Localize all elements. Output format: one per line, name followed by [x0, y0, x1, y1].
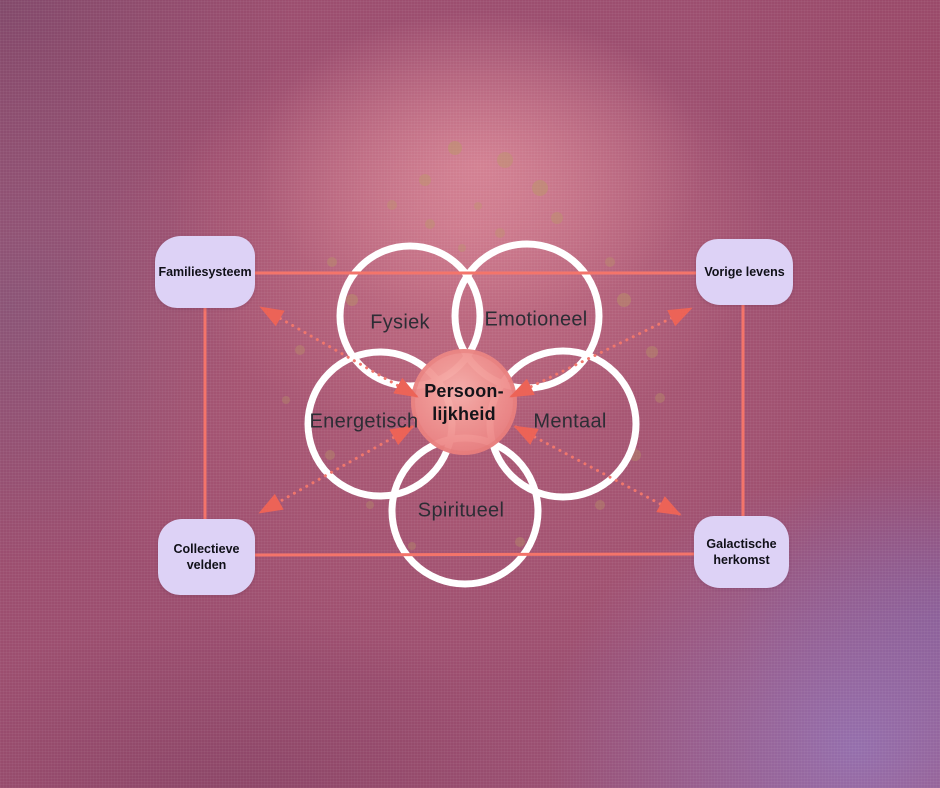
solid-connector-lines	[203, 271, 745, 557]
node-collectieve-velden: Collectieve velden	[158, 519, 255, 595]
arrow-to-collectieve-velden	[258, 425, 415, 514]
dotted-arrow-lines	[258, 306, 693, 516]
label-persoonlijkheid: Persoon- lijkheid	[424, 380, 504, 426]
node-familiesysteem: Familiesysteem	[155, 236, 255, 308]
node-vorige-levens: Vorige levens	[696, 239, 793, 305]
label-emotioneel: Emotioneel	[484, 308, 588, 331]
center-label-line1: Persoon-	[424, 381, 504, 401]
node-galactische-herkomst: Galactische herkomst	[694, 516, 789, 588]
label-mentaal: Mentaal	[533, 410, 607, 433]
connector-bottom	[254, 552, 695, 557]
center-label-line2: lijkheid	[432, 404, 496, 424]
arrow-to-familiesysteem	[259, 306, 419, 398]
arrow-to-galactische-herkomst	[513, 425, 682, 516]
center-circle	[411, 349, 517, 455]
label-spiritueel: Spiritueel	[417, 499, 505, 522]
label-energetisch: Energetisch	[309, 410, 419, 433]
arrow-to-vorige-levens	[509, 307, 693, 398]
label-fysiek: Fysiek	[370, 311, 430, 334]
